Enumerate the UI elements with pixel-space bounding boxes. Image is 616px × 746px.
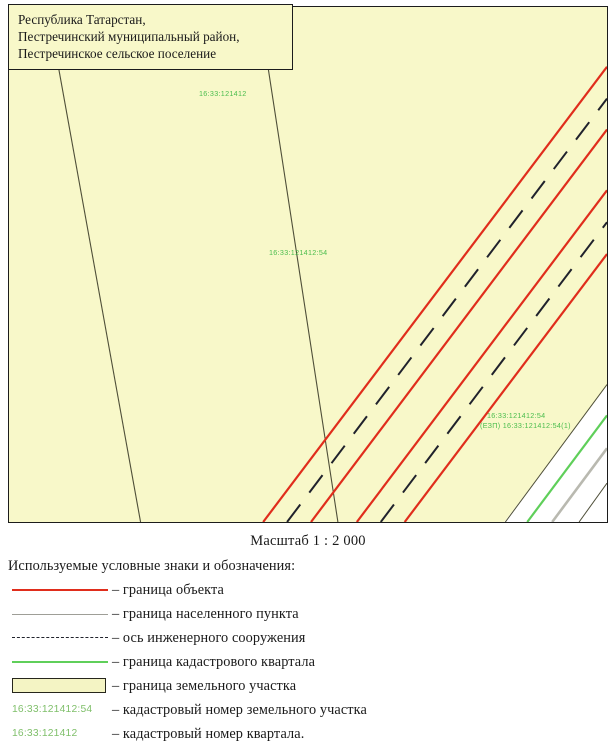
map-scale: Масштаб 1 : 2 000 (250, 533, 366, 549)
cadastral-quarter-boundary (526, 414, 607, 522)
parcel-boundary-lines (47, 7, 339, 522)
engineering-axis-upper (286, 98, 607, 522)
map-label-quarter-top: 16:33:121412 (199, 89, 247, 98)
map-label-parcel-right-secondary: (ЕЗП) 16:33:121412:54(1) (480, 421, 571, 430)
object-corridor-lower (355, 189, 607, 522)
solid-green-line-icon (12, 661, 108, 663)
legend-label-parcel-cadastral-number: – кадастровый номер земельного участка (112, 701, 367, 718)
legend-label-object-boundary: – граница объекта (112, 581, 224, 598)
legend-label-quarter-cadastral-number: – кадастровый номер квартала. (112, 725, 305, 742)
grey-line-icon (12, 613, 108, 615)
title-line-region: Республика Татарстан, (18, 12, 146, 27)
legend-row-parcel-cadastral-number: 16:33:121412:54 – кадастровый номер земе… (8, 698, 608, 722)
legend-label-engineering-axis: – ось инженерного сооружения (112, 629, 306, 646)
legend-label-cadastral-quarter: – граница кадастрового квартала (112, 653, 316, 670)
cadastral-map-panel: 16:33:121412 16:33:121412:54 16:33:12141… (8, 6, 608, 523)
legend-row-settlement-boundary: – граница населенного пункта (8, 602, 608, 626)
settlement-boundary (551, 447, 607, 522)
legend-title: Используемые условные знаки и обозначени… (8, 558, 296, 574)
map-label-quarter-middle: 16:33:121412:54 (269, 248, 328, 257)
solid-red-line-icon (12, 589, 108, 592)
legend-row-object-boundary: – граница объекта (8, 578, 608, 602)
map-drawing (47, 7, 607, 522)
legend-row-parcel-boundary: – граница земельного участка (8, 674, 608, 698)
legend-row-cadastral-quarter: – граница кадастрового квартала (8, 650, 608, 674)
legend-symbol-parcel-boundary (8, 674, 112, 698)
quarter-number-sample: 16:33:121412 (12, 728, 78, 739)
title-line-district: Пестречинский муниципальный район, (18, 29, 240, 45)
legend-label-parcel-boundary: – граница земельного участка (112, 677, 297, 694)
legend-symbol-engineering-axis (8, 626, 112, 650)
legend-symbol-parcel-cadastral-number: 16:33:121412:54 (8, 698, 112, 722)
dashed-line-icon (12, 637, 108, 638)
legend-symbol-object-boundary (8, 578, 112, 602)
legend-symbol-cadastral-quarter (8, 650, 112, 674)
legend-symbol-settlement-boundary (8, 602, 112, 626)
legend-row-engineering-axis: – ось инженерного сооружения (8, 626, 608, 650)
cadastral-quarter-band (504, 384, 607, 522)
cadastral-number-sample: 16:33:121412:54 (12, 704, 93, 715)
title-line-settlement: Пестречинское сельское поселение (18, 46, 217, 62)
object-corridor-upper (262, 66, 607, 522)
engineering-axis-lower (379, 221, 607, 522)
legend: Используемые условные знаки и обозначени… (8, 558, 608, 746)
map-label-parcel-right: 16:33:121412:54 (487, 411, 546, 420)
legend-label-settlement-boundary: – граница населенного пункта (112, 605, 299, 622)
parcel-rectangle-icon (12, 678, 106, 693)
map-title-cartouche: Республика Татарстан, Пестречинский муни… (8, 4, 293, 71)
